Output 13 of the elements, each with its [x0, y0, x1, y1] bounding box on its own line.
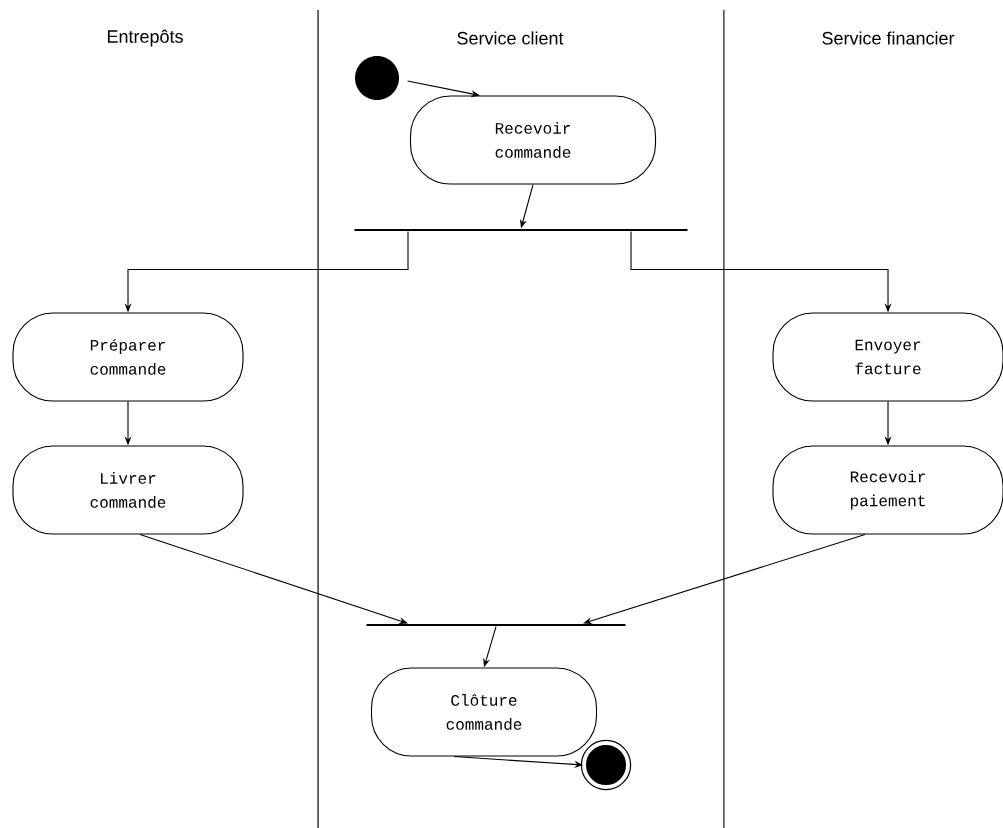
- action-box: Clôture commande: [370, 667, 598, 757]
- lane-heading: Service financier: [822, 31, 955, 45]
- action-box: Recevoir commande: [409, 95, 657, 185]
- arrow: [139, 534, 408, 624]
- action-box: Envoyer facture: [772, 312, 1003, 402]
- arrow: [583, 534, 866, 625]
- end-circle: [580, 739, 632, 791]
- action-box: Préparer commande: [12, 312, 244, 402]
- action-box: Recevoir paiement: [772, 445, 1003, 535]
- action-box: Livrer commande: [12, 445, 244, 535]
- lane-heading: Entrepôts: [107, 29, 183, 47]
- start-circle: [355, 56, 399, 100]
- lane-heading: Service client: [457, 31, 564, 45]
